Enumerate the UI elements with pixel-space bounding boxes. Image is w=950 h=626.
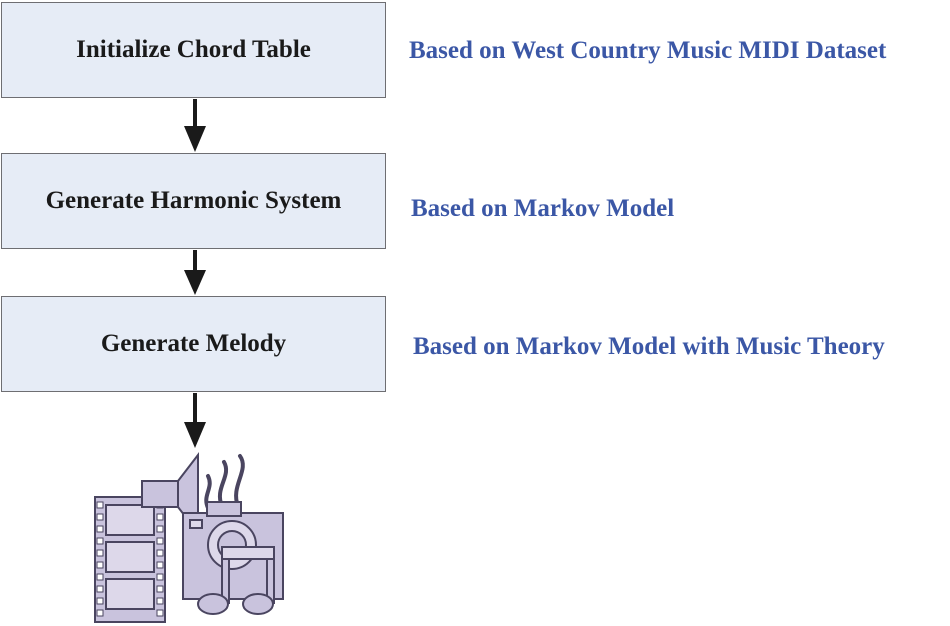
arrow-down-icon [184, 250, 206, 295]
step-label: Initialize Chord Table [76, 36, 311, 63]
note-dataset: Based on West Country Music MIDI Dataset [409, 37, 887, 64]
note-markov-model: Based on Markov Model [411, 195, 675, 222]
film-strip-icon [94, 496, 166, 623]
music-note-icon [197, 546, 275, 615]
step-label: Generate Harmonic System [45, 187, 342, 214]
step-label: Generate Melody [100, 330, 287, 357]
step-initialize-chord-table: Initialize Chord Table [1, 2, 386, 98]
multimedia-icon [94, 452, 284, 623]
note-markov-music-theory: Based on Markov Model with Music Theory [413, 333, 885, 360]
arrow-down-icon [184, 393, 206, 448]
step-generate-harmonic-system: Generate Harmonic System [1, 153, 386, 249]
sound-wave-icon [204, 454, 245, 510]
arrow-down-icon [184, 99, 206, 152]
step-generate-melody: Generate Melody [1, 296, 386, 392]
